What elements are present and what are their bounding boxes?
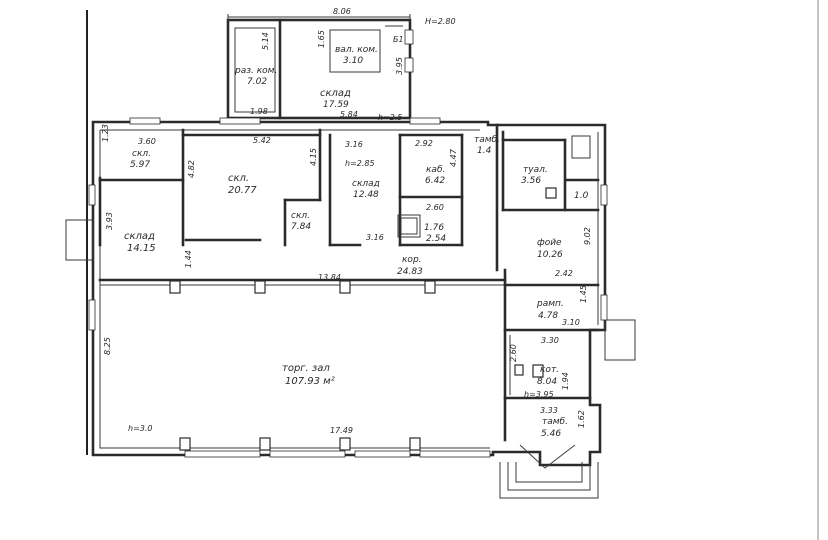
dimension: 13.84 xyxy=(318,273,341,282)
room-area: 107.93 м² xyxy=(285,376,335,387)
room-area: 1.76 xyxy=(424,223,444,233)
dimension: 1.23 xyxy=(101,124,110,142)
dimension: 2.42 xyxy=(555,269,573,278)
room-area: 24.83 xyxy=(397,267,423,277)
room-area: 1.0 xyxy=(574,191,589,201)
dimension: 2.92 xyxy=(415,139,433,148)
room-area: 5.46 xyxy=(541,429,561,439)
room-name: каб. xyxy=(426,165,445,175)
dimension: 3.16 xyxy=(366,233,384,242)
room-area: 6.42 xyxy=(425,176,445,186)
room-name: туал. xyxy=(523,165,548,175)
room-area: 20.77 xyxy=(228,185,257,196)
dimension: 1.94 xyxy=(561,372,570,390)
annex-dim: h=2.5 xyxy=(378,113,403,122)
room-name: фойе xyxy=(537,238,562,248)
room-name: склад xyxy=(352,179,380,189)
annex-room-depth: 1.65 xyxy=(317,30,326,48)
room-area: 12.48 xyxy=(353,190,379,200)
annex-width-dim: 8.06 xyxy=(333,7,351,16)
annex-dim: 5.84 xyxy=(340,110,358,119)
room-name: склад xyxy=(124,231,155,242)
annex-dim: 1.98 xyxy=(250,107,268,116)
room-name: кор. xyxy=(402,255,422,265)
dimension: 2.60 xyxy=(426,203,444,212)
room-name: скл. xyxy=(228,173,249,184)
annex-height-note: H=2.80 xyxy=(425,17,456,26)
annex-room-area: 17.59 xyxy=(323,100,349,110)
room-area: 8.04 xyxy=(537,377,557,387)
room-area: 10.26 xyxy=(537,250,563,260)
dimension: 17.49 xyxy=(330,426,353,435)
annex-room-depth: 5.14 xyxy=(261,32,270,50)
room-area: 3.56 xyxy=(521,176,541,186)
annex-room-name: вал. ком. xyxy=(335,45,378,55)
room-name: торг. зал xyxy=(282,363,330,374)
dimension: 1.62 xyxy=(577,410,586,428)
dimension: 1.45 xyxy=(579,285,588,303)
annex-room-area: 7.02 xyxy=(247,77,267,87)
annex-room-area: 3.10 xyxy=(343,56,363,66)
room-name: тамб. xyxy=(474,135,500,145)
dimension: 9.02 xyxy=(583,227,592,245)
windows xyxy=(88,117,608,458)
room-area: 1.4 xyxy=(477,146,492,156)
dimension: 2.60 xyxy=(509,344,518,362)
room-area: 5.97 xyxy=(130,160,150,170)
dimension: h=3.0 xyxy=(128,424,153,433)
annex-mark: Б1 xyxy=(393,35,404,44)
room-name: кот. xyxy=(540,365,559,375)
dimension: h=2.85 xyxy=(345,159,375,168)
dimension: 4.47 xyxy=(449,148,458,167)
dimension: 4.15 xyxy=(309,148,318,166)
dimension: 8.25 xyxy=(103,337,112,355)
room-name: скл. xyxy=(291,211,310,221)
dimension: h=3.95 xyxy=(524,390,554,399)
dimension: 4.82 xyxy=(187,160,196,178)
dimension: 3.16 xyxy=(345,140,363,149)
room-area: 2.54 xyxy=(426,234,446,244)
annex-block xyxy=(226,14,414,120)
annex-room-depth: 3.95 xyxy=(395,57,404,75)
room-area: 4.78 xyxy=(538,311,558,321)
room-name: тамб. xyxy=(542,417,568,427)
building-walls xyxy=(65,120,636,499)
dimension: 3.30 xyxy=(541,336,559,345)
annex-room-name: склад xyxy=(320,88,351,99)
room-name: рамп. xyxy=(536,299,564,309)
dimension: 3.93 xyxy=(105,212,114,230)
annex-room-name: раз. ком. xyxy=(234,66,277,76)
dimension: 5.42 xyxy=(253,136,271,145)
dimension: 3.10 xyxy=(562,318,580,327)
pillars xyxy=(169,187,557,451)
room-area: 14.15 xyxy=(127,243,156,254)
dimension: 1.44 xyxy=(184,250,193,268)
dimension: 3.60 xyxy=(138,137,156,146)
room-name: скл. xyxy=(132,149,151,159)
room-area: 7.84 xyxy=(291,222,311,232)
dimension: 3.33 xyxy=(540,406,558,415)
